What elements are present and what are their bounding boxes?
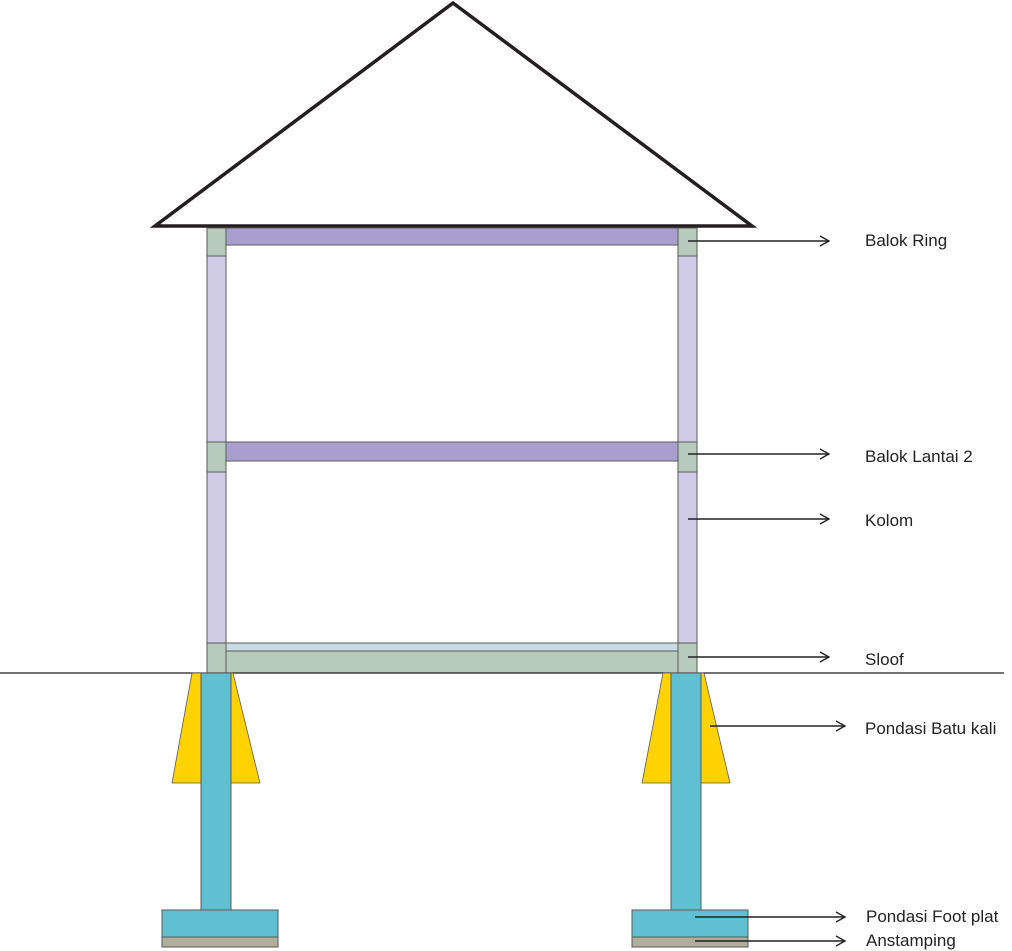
foot-column-left	[200, 672, 232, 911]
floor2-beam	[225, 441, 679, 462]
label-anstamping: Anstamping	[866, 931, 956, 950]
arrow-balok-ring	[688, 235, 831, 247]
floor2-joint-left	[206, 441, 227, 473]
arrow-pondasi-foot-plat	[695, 911, 847, 923]
sloof-joint-right	[677, 642, 698, 674]
sloof-beam	[225, 650, 679, 674]
label-sloof: Sloof	[865, 650, 904, 669]
column-right-lower	[677, 471, 698, 644]
column-right-upper	[677, 255, 698, 443]
ring-beam	[225, 227, 679, 246]
foot-column-right	[670, 672, 702, 911]
label-pondasi-batu-kali: Pondasi Batu kali	[865, 719, 996, 738]
foot-plate-left	[161, 909, 279, 938]
arrow-sloof	[688, 651, 831, 663]
floor2-joint-right	[677, 441, 698, 473]
arrow-kolom	[688, 513, 831, 525]
anstamping-left	[161, 936, 279, 948]
sloof-joint-left	[206, 642, 227, 674]
ring-joint-right	[677, 227, 698, 257]
label-balok-lantai-2: Balok Lantai 2	[865, 447, 973, 466]
sloof-strip	[225, 642, 679, 652]
arrow-balok-lantai-2	[688, 448, 831, 460]
column-left-lower	[206, 471, 227, 644]
label-pondasi-foot-plat: Pondasi Foot plat	[866, 907, 999, 926]
column-left-upper	[206, 255, 227, 443]
label-kolom: Kolom	[865, 511, 913, 530]
roof	[149, 0, 758, 228]
label-balok-ring: Balok Ring	[865, 231, 947, 250]
arrow-anstamping	[695, 935, 847, 947]
foot-plate-right	[631, 909, 749, 938]
ring-joint-left	[206, 227, 227, 257]
arrow-pondasi-batu-kali	[710, 720, 847, 732]
anstamping-right	[631, 936, 749, 948]
